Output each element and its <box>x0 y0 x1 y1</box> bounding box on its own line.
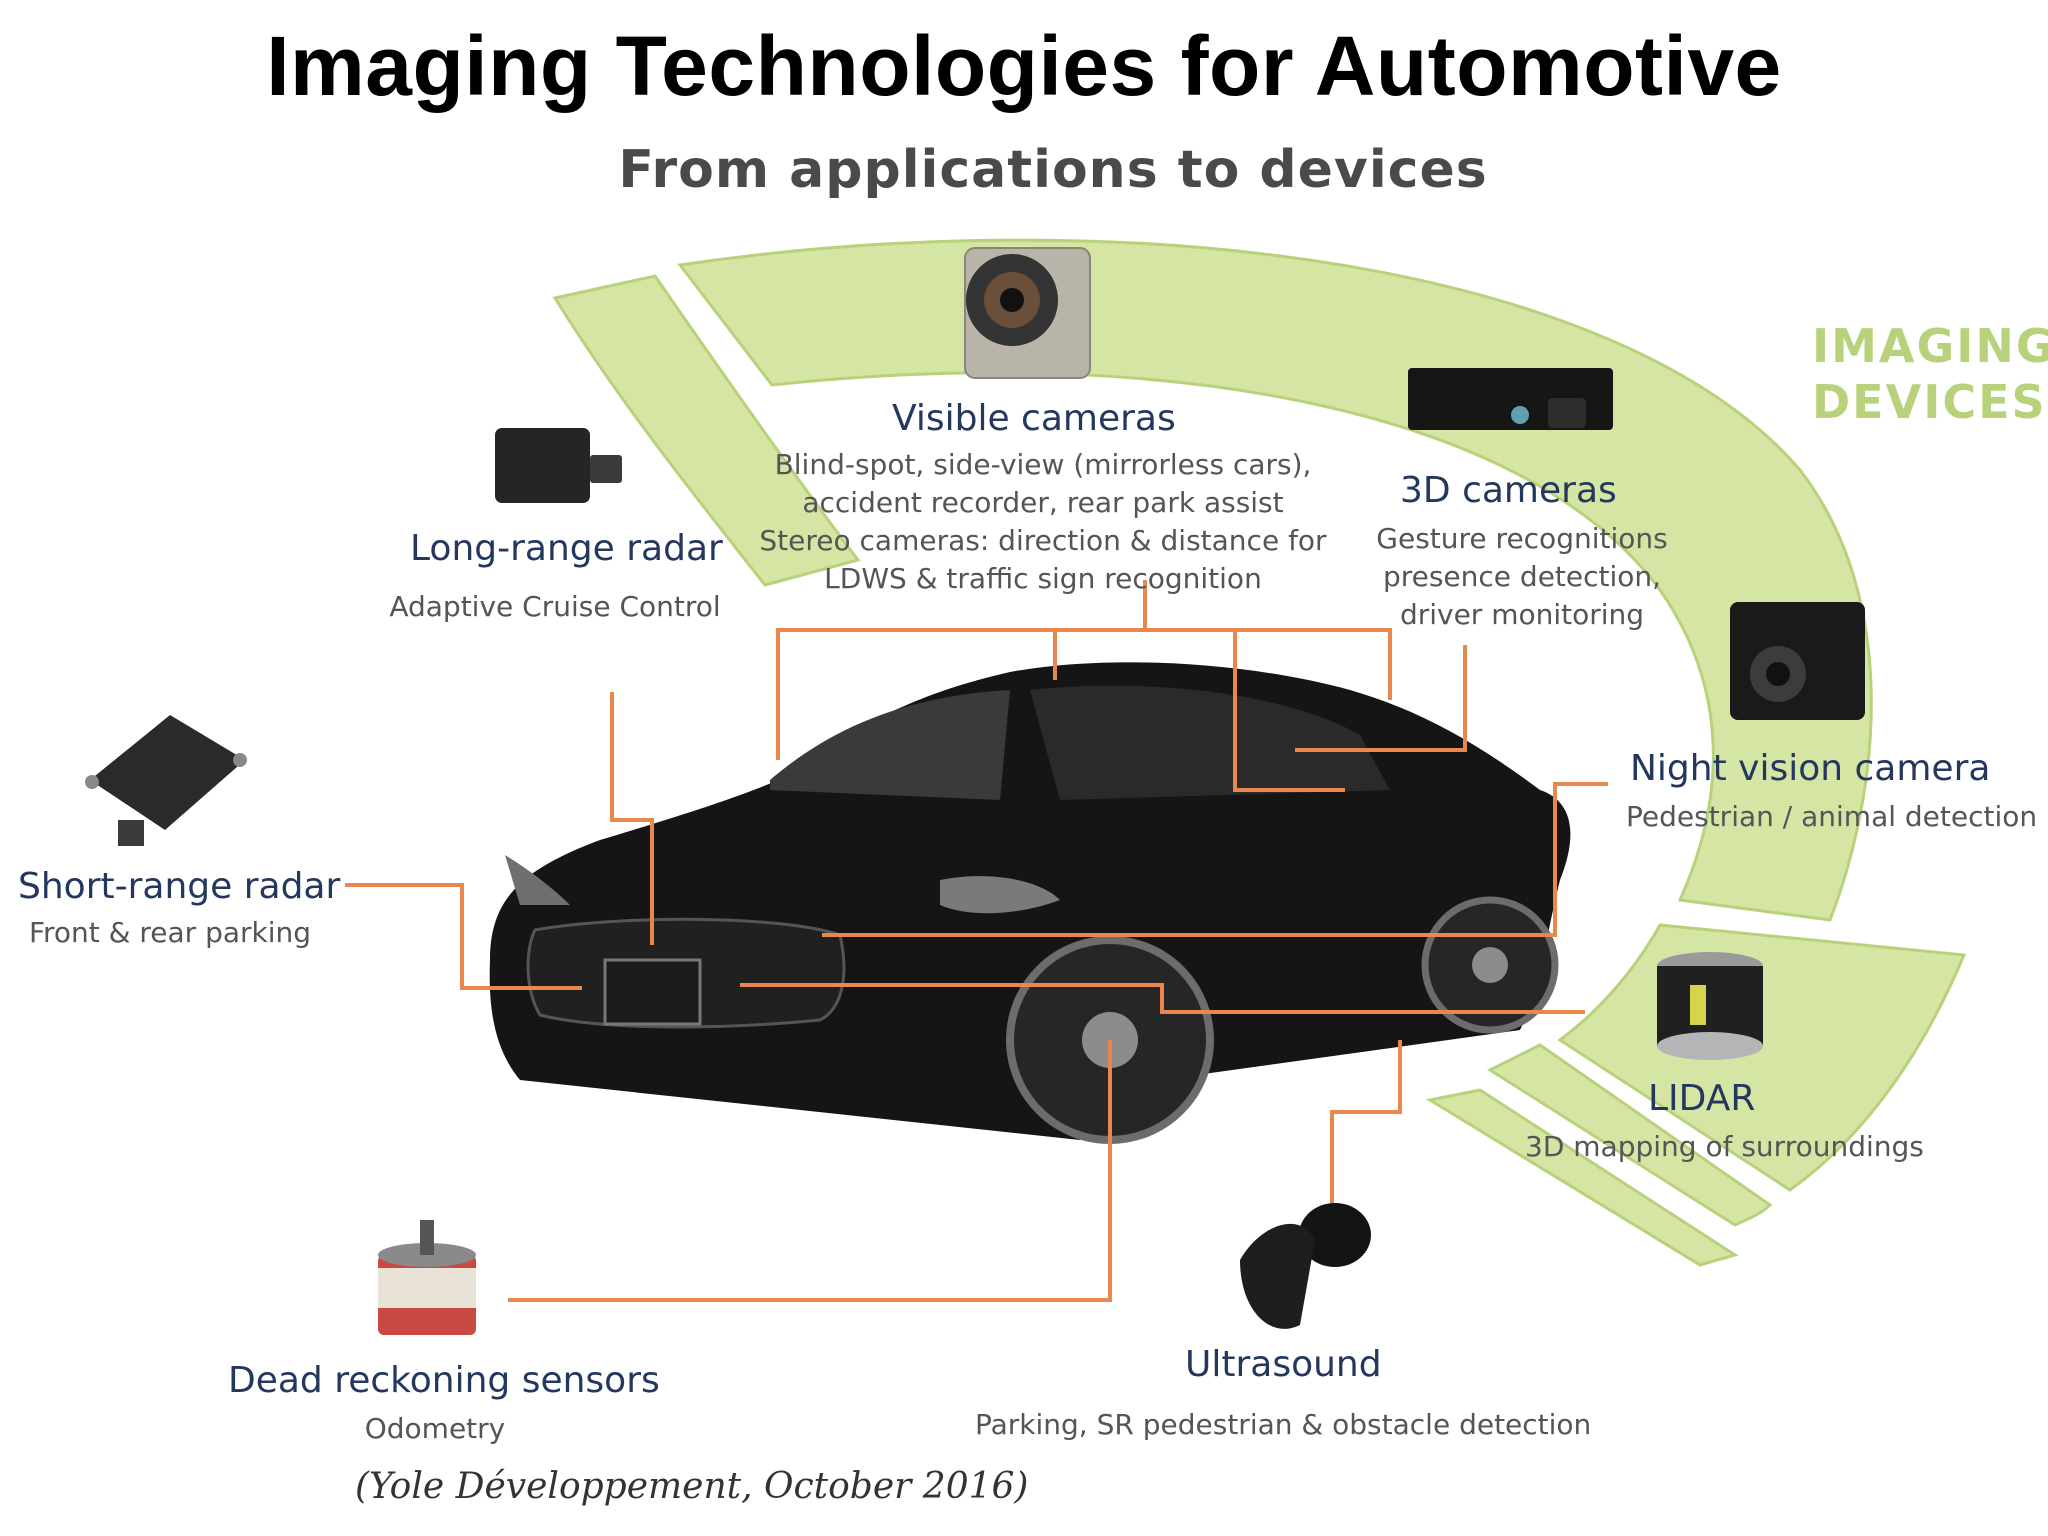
connector-night-vision <box>822 782 1608 937</box>
license-plate <box>603 958 702 1026</box>
night-vision-camera-label: Night vision camera <box>1630 748 1991 789</box>
rear-wheel-hub <box>1472 947 1508 983</box>
connector-long-range-radar <box>610 692 654 945</box>
short-range-radar-icon <box>85 715 247 846</box>
headlight-right <box>940 876 1060 914</box>
long-range-radar-icon <box>495 428 622 503</box>
3d-cameras-desc-line3: driver monitoring <box>1399 598 1645 631</box>
3d-camera-bar-icon <box>1408 368 1613 430</box>
visible-cameras-desc-line2: accident recorder, rear park assist <box>802 486 1284 519</box>
encoder-icon <box>378 1220 476 1335</box>
ultrasound-label: Ultrasound <box>1185 1344 1382 1385</box>
car-windshield <box>770 690 1010 800</box>
connector-lidar <box>740 983 1585 1014</box>
long-range-radar-desc: Adaptive Cruise Control <box>389 590 721 623</box>
dead-reckoning-desc: Odometry <box>364 1412 506 1445</box>
arc-band-lidar-2 <box>1486 1043 1773 1227</box>
imaging-devices-line1: IMAGING <box>1812 319 2048 373</box>
connector-dead-reckoning <box>508 1040 1112 1302</box>
short-range-radar-label: Short-range radar <box>18 866 341 907</box>
3d-cameras-desc-line2: presence detection, <box>1382 560 1662 593</box>
lidar-label: LIDAR <box>1648 1078 1756 1119</box>
long-range-radar-label: Long-range radar <box>410 528 723 569</box>
arc-band-left <box>552 274 861 587</box>
connector-visible-cameras <box>776 580 1392 760</box>
connector-lines <box>345 580 1608 1302</box>
3d-cameras-label: 3D cameras <box>1400 470 1617 511</box>
ultrasound-sensor-icon <box>1240 1203 1371 1329</box>
visible-cameras-desc-line3: Stereo cameras: direction & distance for <box>759 524 1327 557</box>
visible-cameras-desc: Blind-spot, side-view (mirrorless cars),… <box>758 446 1328 598</box>
imaging-devices-line2: DEVICES <box>1812 375 2047 429</box>
dead-reckoning-label: Dead reckoning sensors <box>228 1360 660 1401</box>
camera-module-icon <box>964 247 1091 379</box>
short-range-radar-desc: Front & rear parking <box>28 916 312 949</box>
night-vision-camera-desc: Pedestrian / animal detection <box>1626 800 2038 833</box>
ultrasound-desc: Parking, SR pedestrian & obstacle detect… <box>975 1408 1592 1441</box>
page-title: Imaging Technologies for Automotive <box>266 19 1782 113</box>
visible-cameras-desc-line1: Blind-spot, side-view (mirrorless cars), <box>774 448 1312 481</box>
imaging-devices-label: IMAGING DEVICES <box>1812 318 2048 430</box>
lidar-desc: 3D mapping of surroundings <box>1525 1130 1924 1163</box>
night-vision-camera-icon <box>1730 602 1865 720</box>
lidar-icon <box>1657 952 1763 1060</box>
visible-cameras-label: Visible cameras <box>892 398 1176 439</box>
page-subtitle: From applications to devices <box>618 140 1488 200</box>
3d-cameras-desc-line1: Gesture recognitions <box>1376 522 1668 555</box>
headlight-left <box>505 855 570 905</box>
car-side-window <box>1030 685 1390 800</box>
connector-3d-cameras <box>1233 630 1467 792</box>
source-credit: (Yole Développement, October 2016) <box>355 1466 1029 1507</box>
visible-cameras-desc-line4: LDWS & traffic sign recognition <box>824 562 1262 595</box>
3d-cameras-desc: Gesture recognitions presence detection,… <box>1352 520 1692 634</box>
arc-band-lidar-3 <box>1425 1088 1739 1267</box>
connector-short-range-radar <box>345 883 582 990</box>
connector-ultrasound <box>1330 1040 1402 1205</box>
